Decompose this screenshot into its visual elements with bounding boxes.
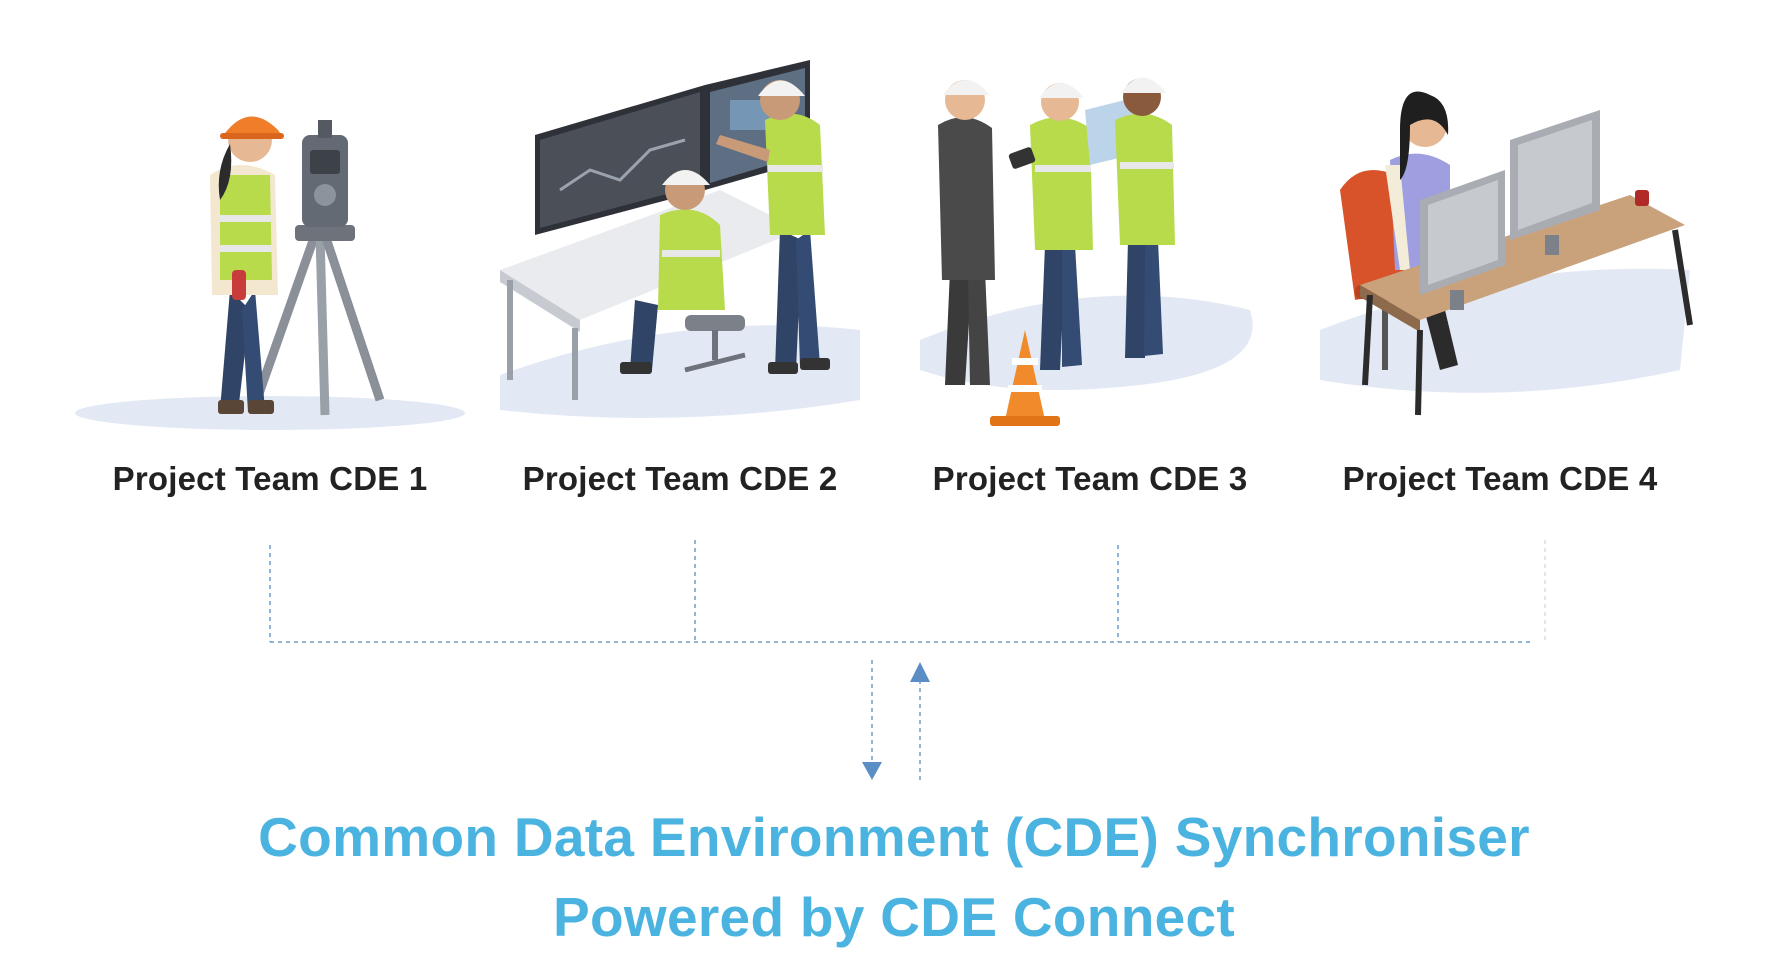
- team-card-1: Project Team CDE 1: [70, 40, 470, 510]
- workstation-illustration: [500, 60, 860, 418]
- team-card-2: Project Team CDE 2: [480, 40, 880, 510]
- synchroniser-subtitle: Powered by CDE Connect: [553, 886, 1235, 948]
- team-label-2: Project Team CDE 2: [522, 460, 838, 497]
- synchroniser-title: Common Data Environment (CDE) Synchronis…: [258, 806, 1530, 868]
- team-label-4: Project Team CDE 4: [1342, 460, 1658, 497]
- surveyor-illustration: [75, 116, 465, 430]
- arrow-down-icon: [862, 762, 882, 780]
- site-team-illustration: [920, 77, 1253, 426]
- team-card-3: Project Team CDE 3: [890, 40, 1290, 510]
- arrow-up-icon: [910, 662, 930, 682]
- team-label-1: Project Team CDE 1: [112, 460, 428, 497]
- team-card-4: Project Team CDE 4: [1300, 40, 1700, 510]
- office-worker-illustration: [1320, 91, 1693, 416]
- team-label-3: Project Team CDE 3: [932, 460, 1248, 497]
